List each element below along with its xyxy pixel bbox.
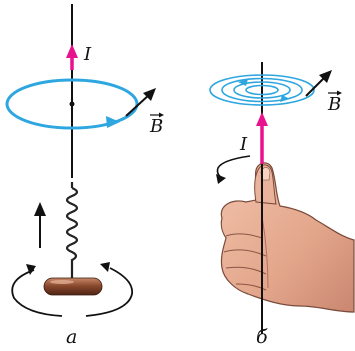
corkscrew-handle bbox=[43, 277, 103, 296]
field-vector-a bbox=[125, 93, 151, 117]
panel-b: B I б bbox=[209, 62, 355, 348]
caption-b: б bbox=[256, 326, 268, 348]
current-arrowhead-b bbox=[256, 112, 268, 126]
field-label-a: B bbox=[149, 116, 163, 137]
field-vector-arrowhead-b bbox=[319, 70, 332, 83]
field-vector-arrowhead-a bbox=[143, 88, 156, 101]
field-direction-arrowhead-a bbox=[106, 116, 120, 128]
field-label-b: B bbox=[327, 94, 341, 115]
translation-arrowhead bbox=[34, 202, 46, 216]
field-spiral-arrowhead-2 bbox=[280, 95, 290, 102]
caption-a: а bbox=[66, 326, 77, 348]
current-label-a: I bbox=[83, 44, 92, 65]
handle-highlight bbox=[50, 280, 74, 284]
hand-thumb bbox=[254, 164, 277, 205]
rotation-arrowhead-left bbox=[26, 264, 36, 275]
vector-overline-arrow-a bbox=[150, 112, 164, 118]
wire-point-a bbox=[69, 101, 75, 107]
panel-a: I B а bbox=[5, 4, 164, 348]
rotation-arrowhead-right bbox=[100, 262, 110, 272]
magnetic-field-spiral-b bbox=[209, 74, 315, 106]
hand-palm bbox=[220, 162, 355, 313]
rotation-arrow-right bbox=[85, 267, 133, 317]
finger-rotation-arrowhead bbox=[216, 174, 226, 184]
vector-overline-arrow-b bbox=[328, 90, 342, 96]
current-label-b: I bbox=[239, 134, 248, 155]
field-vector-b bbox=[305, 75, 327, 97]
finger-crease-4 bbox=[235, 283, 267, 291]
current-arrowhead-a bbox=[66, 44, 78, 58]
finger-rotation-arrow bbox=[216, 155, 251, 179]
magnetic-field-circle-a bbox=[5, 78, 139, 130]
corkscrew-icon bbox=[65, 182, 79, 278]
finger-crease-1 bbox=[225, 233, 263, 239]
right-hand bbox=[220, 162, 355, 313]
field-spiral-arrowhead-1 bbox=[238, 79, 248, 86]
knuckle-line bbox=[261, 215, 269, 289]
rotation-arrow-left bbox=[11, 269, 63, 317]
